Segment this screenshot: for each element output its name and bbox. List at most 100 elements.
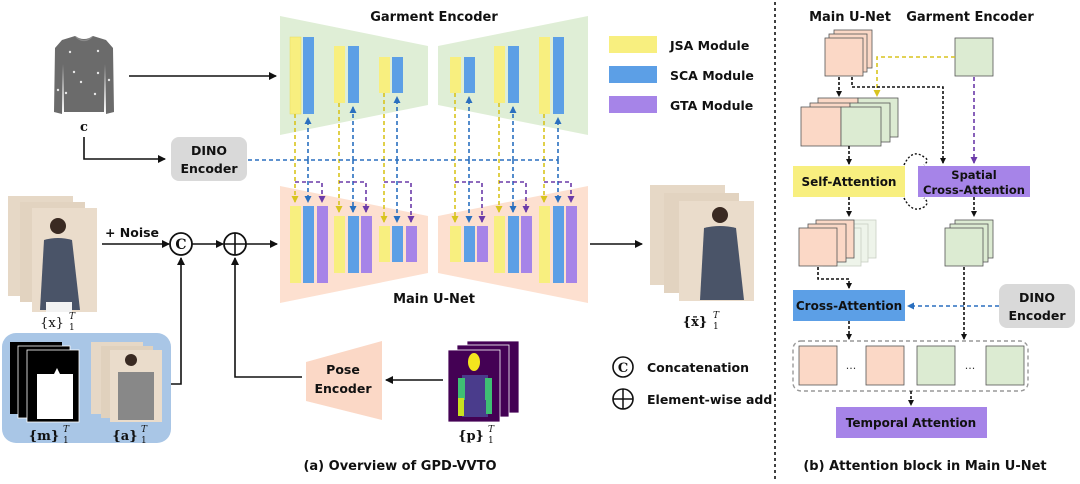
- svg-text:1: 1: [63, 436, 69, 446]
- svg-text:Concatenation: Concatenation: [647, 360, 749, 375]
- sca-block: [464, 226, 475, 262]
- svg-text:Cross-Attention: Cross-Attention: [923, 183, 1025, 197]
- b-dino-encoder-box: DINO Encoder: [999, 284, 1075, 328]
- sca-block: [508, 216, 519, 273]
- svg-text:{a}: {a}: [112, 429, 137, 444]
- skip-connections: [248, 93, 575, 223]
- svg-text:T: T: [488, 425, 495, 435]
- token-sequence: ... ...: [792, 340, 1029, 392]
- pose-encoder: Pose Encoder: [306, 341, 382, 420]
- agnostic-frames: {a} T 1: [91, 342, 162, 446]
- output-frames: {x̄} T 1: [650, 185, 754, 332]
- svg-text:DINO: DINO: [1019, 290, 1055, 305]
- jsa-block: [290, 206, 301, 283]
- b-main-unet-label: Main U-Net: [809, 10, 891, 25]
- svg-text:Encoder: Encoder: [314, 381, 372, 396]
- svg-text:{m}: {m}: [29, 429, 59, 444]
- svg-text:Cross-Attention: Cross-Attention: [796, 299, 902, 313]
- jsa-block: [289, 36, 302, 115]
- b-garment-encoder-label: Garment Encoder: [906, 10, 1034, 25]
- gta-block: [317, 206, 328, 283]
- svg-text:T: T: [63, 425, 70, 435]
- module-legend: JSA Module SCA Module GTA Module: [609, 36, 754, 113]
- pose-to-add-arrow: [231, 257, 302, 378]
- jsa-block: [379, 226, 390, 262]
- main-unet-blocks: [290, 206, 577, 283]
- svg-text:1: 1: [141, 436, 147, 446]
- sca-block: [348, 46, 359, 103]
- video-frames: {x} T 1: [8, 196, 97, 333]
- svg-text:Temporal Attention: Temporal Attention: [846, 416, 976, 430]
- sca-block: [303, 37, 314, 114]
- svg-text:DINO: DINO: [191, 143, 227, 158]
- spatial-cross-attention-block: Spatial Cross-Attention: [918, 166, 1030, 197]
- spatial-output-stack: [944, 219, 994, 267]
- garment-image: c: [54, 36, 114, 135]
- garment-to-concat-line: [873, 56, 955, 97]
- exchange-arc-bottom: [903, 197, 928, 210]
- cross-attention-block: Cross-Attention: [793, 290, 905, 321]
- concat-feature-stack: [800, 97, 899, 147]
- sca-block: [303, 206, 314, 283]
- svg-text:Spatial: Spatial: [951, 168, 996, 182]
- svg-text:T: T: [69, 312, 76, 322]
- self-attention-block: Self-Attention: [793, 166, 905, 197]
- sca-block: [553, 206, 564, 283]
- self-to-cross-line: [817, 267, 852, 289]
- gta-block: [477, 226, 488, 262]
- svg-text:SCA Module: SCA Module: [670, 68, 754, 83]
- caption-a: (a) Overview of GPD-VVTO: [303, 459, 496, 474]
- jsa-block: [494, 46, 505, 103]
- svg-text:Self-Attention: Self-Attention: [802, 175, 897, 189]
- jsa-block: [539, 206, 550, 283]
- jsa-block: [334, 216, 345, 273]
- jsa-block: [450, 57, 461, 93]
- svg-text:Pose: Pose: [326, 362, 360, 377]
- svg-text:{x̄}: {x̄}: [683, 315, 707, 330]
- condition-panel: {m} T 1 {a} T 1: [2, 333, 171, 446]
- svg-text:1: 1: [713, 322, 719, 332]
- sca-block: [392, 57, 403, 93]
- mask-frames: {m} T 1: [10, 342, 80, 446]
- unet-to-spatial-line: [851, 77, 946, 164]
- garment-to-dino-arrow: [83, 137, 166, 163]
- jsa-block: [334, 46, 345, 103]
- svg-text:GTA Module: GTA Module: [670, 98, 753, 113]
- concat-node: C: [169, 232, 193, 256]
- exchange-arc-top: [903, 153, 928, 166]
- svg-text:JSA Module: JSA Module: [669, 38, 749, 53]
- svg-text:{x}: {x}: [40, 316, 64, 331]
- sca-block: [348, 216, 359, 273]
- svg-text:T: T: [713, 311, 720, 321]
- unet-feature-stack: [824, 29, 873, 77]
- svg-text:...: ...: [846, 359, 857, 372]
- symbol-legend: C Concatenation Element-wise add: [612, 356, 772, 410]
- svg-text:Element-wise add: Element-wise add: [647, 392, 772, 407]
- sca-block: [553, 37, 564, 114]
- self-output-stack: [798, 219, 877, 267]
- sca-block: [464, 57, 475, 93]
- add-node: [223, 232, 247, 256]
- jsa-block: [450, 226, 461, 262]
- garment-feature: [954, 37, 994, 77]
- noise-label: + Noise: [105, 225, 159, 240]
- gta-block: [521, 216, 532, 273]
- main-unet-label: Main U-Net: [393, 292, 475, 307]
- pose-frames: {p} T 1: [447, 340, 520, 446]
- temporal-attention-block: Temporal Attention: [836, 407, 987, 438]
- svg-text:{p}: {p}: [458, 429, 484, 444]
- dino-encoder-box: DINO Encoder: [171, 137, 247, 181]
- caption-b: (b) Attention block in Main U-Net: [803, 459, 1046, 474]
- gta-block: [406, 226, 417, 262]
- gta-block: [566, 206, 577, 283]
- sca-block: [508, 46, 519, 103]
- svg-text:1: 1: [488, 436, 494, 446]
- mask-to-concat-arrow: [171, 257, 185, 385]
- svg-text:1: 1: [69, 323, 75, 333]
- garment-symbol: c: [80, 120, 88, 135]
- jsa-block: [379, 57, 390, 93]
- jsa-block: [539, 37, 550, 114]
- sca-block: [392, 226, 403, 262]
- garment-encoder-label: Garment Encoder: [370, 10, 498, 25]
